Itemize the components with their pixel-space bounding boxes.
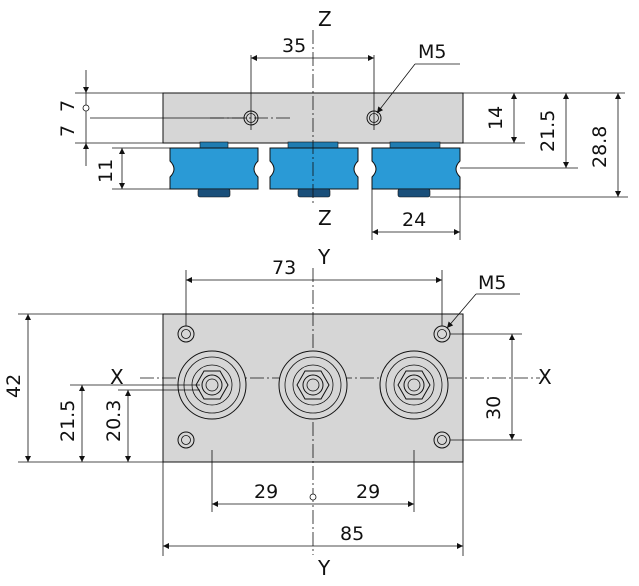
- axis-z-bottom: Z: [318, 206, 332, 230]
- dim-29-right-label: 29: [356, 481, 380, 503]
- side-view: 35 Z Z M5 7 7 11 14 21.5 28.8: [57, 7, 628, 240]
- side-roller-right: [371, 141, 461, 198]
- dim-73-label: 73: [272, 257, 296, 279]
- dim-21-5-top-label: 21.5: [57, 400, 79, 442]
- axis-y-top: Y: [317, 245, 331, 269]
- dim-21-5-side-label: 21.5: [537, 110, 559, 152]
- top-view: Y Y X X 73 M5 42 21.5 20.3 30: [3, 245, 552, 580]
- axis-z-top: Z: [318, 7, 332, 31]
- dim-24-label: 24: [402, 209, 426, 231]
- side-thread-label: M5: [418, 41, 446, 63]
- dim-14-label: 14: [485, 106, 507, 130]
- top-holes: [177, 325, 451, 449]
- dim-20-3-label: 20.3: [103, 400, 125, 442]
- side-roller-left: [169, 141, 259, 198]
- axis-x-left: X: [110, 365, 124, 389]
- dim-7-b-label: 7: [57, 125, 79, 137]
- dim-42-label: 42: [3, 374, 25, 398]
- dim-7-a-label: 7: [57, 100, 79, 112]
- dim-11-label: 11: [95, 159, 117, 183]
- dim-28-8-label: 28.8: [589, 126, 611, 168]
- axis-y-bottom: Y: [317, 556, 331, 580]
- top-thread-label: M5: [478, 272, 506, 294]
- top-roller-right: [379, 350, 449, 420]
- axis-x-right: X: [538, 365, 552, 389]
- side-roller-center: [269, 141, 359, 198]
- dim-29-left-label: 29: [254, 481, 278, 503]
- dim-85-label: 85: [340, 523, 364, 545]
- dim-35-label: 35: [282, 35, 306, 57]
- dim-30-label: 30: [483, 396, 505, 420]
- top-roller-center: [278, 350, 348, 420]
